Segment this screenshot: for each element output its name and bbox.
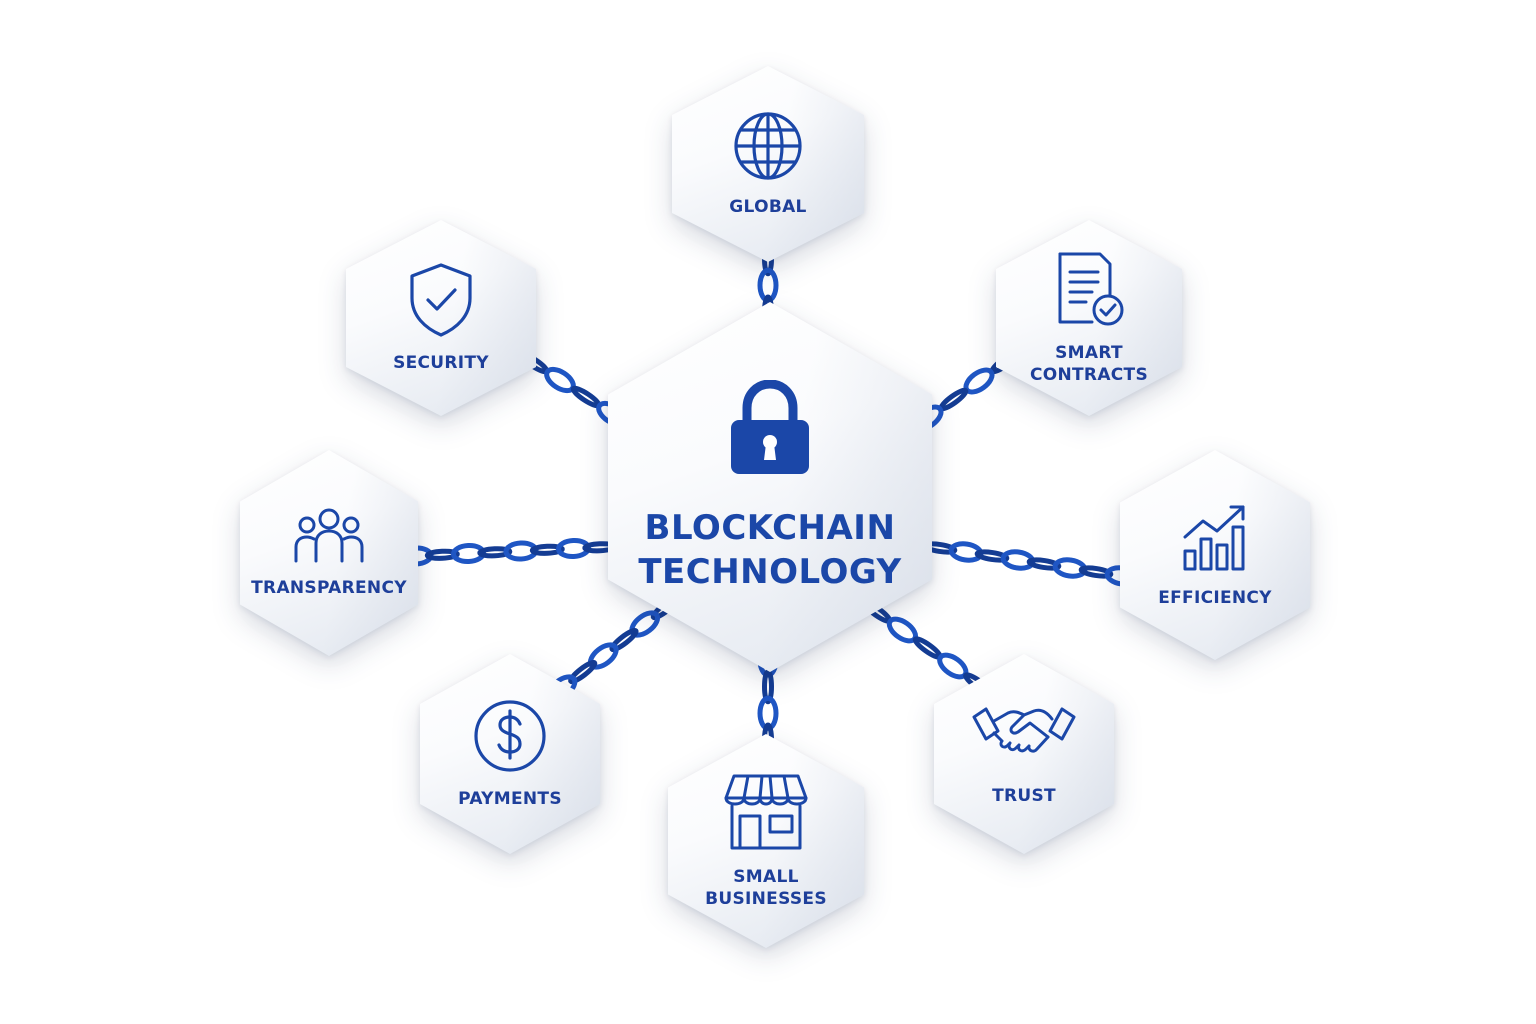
handshake-icon	[972, 707, 1076, 753]
node-label-global: GLOBAL	[729, 197, 807, 217]
storefront-icon	[724, 774, 808, 850]
node-label-security: SECURITY	[393, 353, 489, 373]
node-label-small-businesses: SMALL BUSINESSES	[705, 867, 827, 909]
node-transparency: TRANSPARENCY	[240, 450, 418, 656]
chain-link	[974, 549, 1010, 563]
node-payments: PAYMENTS	[420, 654, 600, 854]
chain-link	[609, 627, 639, 653]
chain-link	[938, 387, 969, 412]
chain-link	[1078, 565, 1114, 579]
node-smart-contracts: SMART CONTRACTS	[996, 220, 1182, 416]
node-label-trust: TRUST	[992, 786, 1056, 806]
node-small-businesses: SMALL BUSINESSES	[668, 734, 864, 948]
node-trust: TRUST	[934, 654, 1114, 854]
node-global: GLOBAL	[672, 66, 864, 262]
chain-link	[570, 385, 602, 409]
dollar-coin-icon	[474, 700, 546, 772]
node-label-smart-contracts: SMART CONTRACTS	[1029, 343, 1148, 385]
node-label-efficiency: EFFICIENCY	[1158, 588, 1272, 608]
people-icon	[294, 508, 364, 563]
padlock-icon	[731, 380, 809, 474]
center-title: BLOCKCHAIN TECHNOLOGY	[638, 508, 902, 592]
node-security: SECURITY	[346, 220, 536, 416]
chain-link	[762, 669, 774, 705]
node-label-payments: PAYMENTS	[458, 789, 562, 809]
chain-efficiency	[896, 533, 1140, 587]
chain-link	[477, 546, 513, 559]
bar-chart-arrow-icon	[1183, 505, 1245, 571]
chain-link	[568, 659, 598, 685]
node-label-transparency: TRANSPARENCY	[251, 578, 407, 598]
document-check-icon	[1058, 252, 1124, 326]
chain-link	[1026, 557, 1062, 571]
globe-icon	[734, 112, 802, 180]
node-efficiency: EFFICIENCY	[1120, 450, 1310, 660]
chain-link	[424, 548, 460, 561]
node-blockchain-technology: BLOCKCHAIN TECHNOLOGY	[608, 302, 932, 672]
shield-check-icon	[410, 263, 472, 337]
chain-transparency	[398, 535, 644, 567]
chain-link	[529, 543, 565, 556]
